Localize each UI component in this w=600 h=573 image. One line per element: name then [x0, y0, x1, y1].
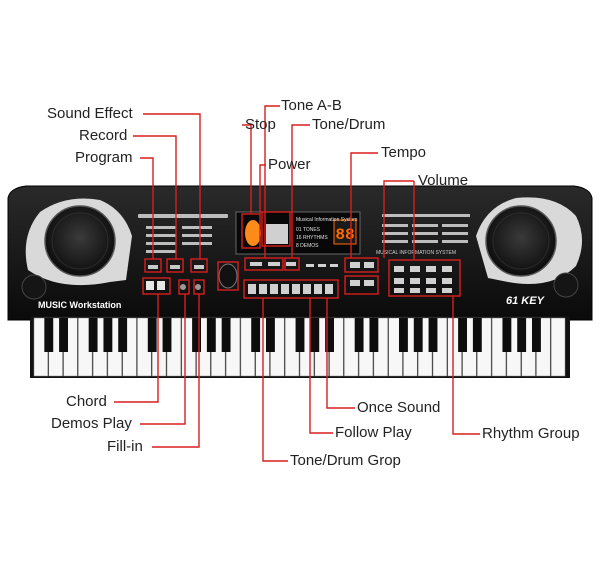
black-key[interactable] — [532, 318, 541, 352]
black-key[interactable] — [162, 318, 172, 352]
black-key[interactable] — [59, 318, 68, 352]
right-panel-caption: MUSICAL INFORMATION SYSTEM — [376, 250, 456, 256]
left-function-chart — [138, 214, 228, 253]
label-tone-drum: Tone/Drum — [312, 116, 386, 133]
black-key[interactable] — [295, 318, 305, 352]
black-key[interactable] — [221, 318, 231, 352]
label-fill-in: Fill-in — [107, 438, 143, 455]
black-key[interactable] — [251, 318, 261, 352]
label-record: Record — [79, 127, 128, 144]
callout-lines — [114, 105, 480, 462]
rhythm-group-buttons[interactable] — [394, 266, 452, 293]
label-stop: Stop — [245, 116, 276, 133]
label-demos-play: Demos Play — [51, 415, 132, 432]
screen-line: 8 DEMOS — [296, 243, 319, 249]
tone-drum-buttons[interactable] — [248, 262, 338, 294]
tempo-volume-buttons[interactable] — [350, 262, 374, 286]
black-key[interactable] — [310, 318, 320, 352]
right-speaker — [476, 197, 582, 298]
label-sound-effect: Sound Effect — [47, 105, 133, 122]
label-program: Program — [75, 149, 133, 166]
black-key[interactable] — [147, 318, 157, 352]
black-key[interactable] — [458, 318, 467, 352]
black-key[interactable] — [369, 318, 379, 352]
model-badge: 61 KEY — [506, 295, 546, 307]
black-key[interactable] — [399, 318, 408, 352]
black-key[interactable] — [206, 318, 216, 352]
label-once-sound: Once Sound — [357, 399, 441, 416]
label-tone-drum-group: Tone/Drum Grop — [290, 452, 401, 469]
black-key[interactable] — [103, 318, 113, 352]
label-rhythm-group: Rhythm Group — [482, 425, 580, 442]
black-key[interactable] — [118, 318, 128, 352]
black-keys[interactable] — [44, 318, 541, 352]
black-key[interactable] — [192, 318, 201, 352]
black-key[interactable] — [88, 318, 98, 352]
power-button[interactable] — [218, 263, 238, 289]
label-tempo: Tempo — [381, 144, 427, 161]
black-key[interactable] — [428, 318, 438, 352]
label-follow-play: Follow Play — [335, 424, 412, 441]
right-function-chart: MUSICAL INFORMATION SYSTEM — [376, 214, 470, 256]
led-display: 88 — [335, 226, 354, 244]
screen-line: 01 TONES — [296, 227, 321, 233]
screen-line: 16 RHYTHMS — [296, 235, 328, 241]
black-key[interactable] — [472, 318, 482, 352]
display-screen: 88 Musical Information System 01 TONES 1… — [235, 211, 361, 255]
left-speaker — [21, 198, 132, 300]
screen-caption: Musical Information System — [296, 217, 357, 223]
black-key[interactable] — [413, 318, 423, 352]
label-power: Power — [268, 156, 311, 173]
label-chord: Chord — [66, 393, 107, 410]
black-key[interactable] — [44, 318, 54, 352]
brand-text: MUSIC Workstation — [38, 300, 121, 310]
black-key[interactable] — [325, 318, 334, 352]
label-tone-ab: Tone A-B — [281, 97, 342, 114]
label-volume: Volume — [418, 172, 469, 189]
left-button-group[interactable] — [146, 265, 204, 290]
black-key[interactable] — [266, 318, 275, 352]
black-key[interactable] — [354, 318, 364, 352]
black-key[interactable] — [502, 318, 512, 352]
black-key[interactable] — [517, 318, 527, 352]
white-key[interactable] — [550, 317, 566, 377]
